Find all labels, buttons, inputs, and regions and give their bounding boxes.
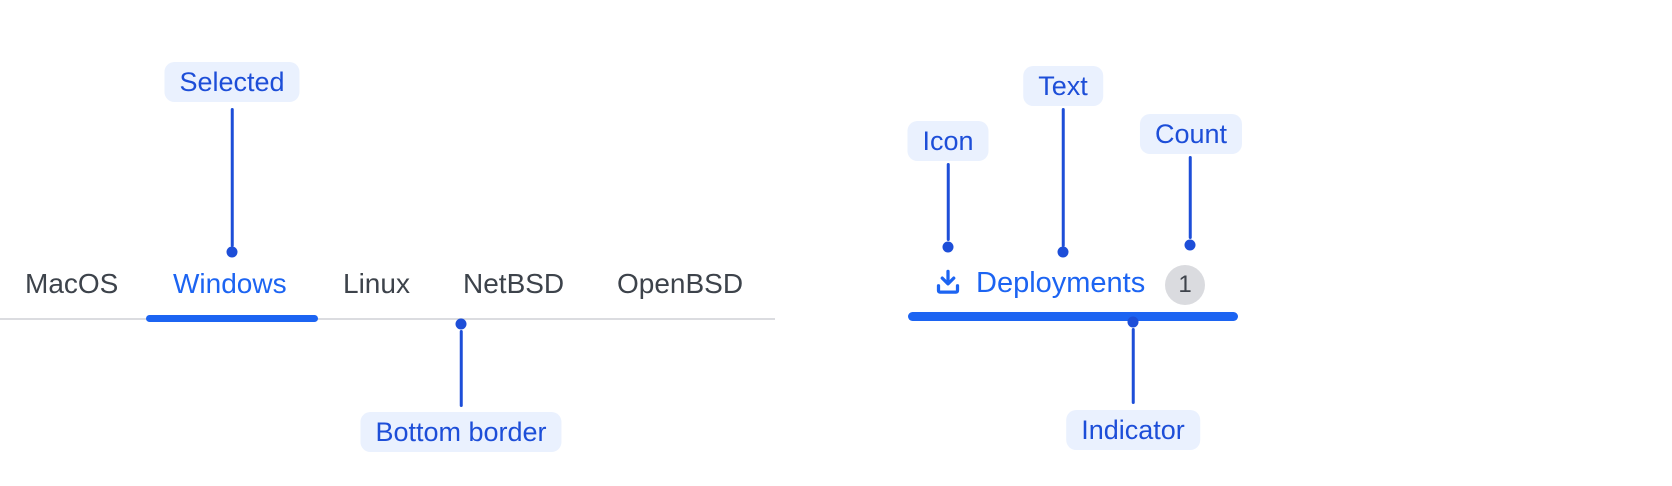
tab-macos[interactable]: MacOS xyxy=(25,268,119,299)
selected-tab-underline xyxy=(146,315,318,322)
callout-count-label: Count xyxy=(1139,114,1243,154)
callout-text-label: Text xyxy=(1023,66,1103,106)
tab-bar-bottom-border xyxy=(0,318,775,320)
count-badge-value: 1 xyxy=(1178,271,1192,298)
callout-text-connector-line xyxy=(1061,108,1065,247)
count-badge: 1 xyxy=(1165,265,1205,305)
callout-bottom-border-connector-dot xyxy=(455,318,467,330)
callout-bottom-border-label: Bottom border xyxy=(360,412,562,452)
tab-openbsd[interactable]: OpenBSD xyxy=(617,268,744,299)
callout-selected-connector-dot xyxy=(226,246,238,258)
tab-deployments[interactable]: Deployments xyxy=(976,267,1146,299)
callout-count-connector-line xyxy=(1188,156,1192,239)
tab-netbsd[interactable]: NetBSD xyxy=(463,268,565,299)
callout-icon-connector-dot xyxy=(942,241,954,253)
download-icon xyxy=(936,269,960,294)
callout-selected-label: Selected xyxy=(164,62,300,102)
callout-selected-connector-line xyxy=(230,108,234,247)
tab-windows-selected[interactable]: Windows xyxy=(173,268,287,299)
callout-count-connector-dot xyxy=(1184,239,1196,251)
tab-linux[interactable]: Linux xyxy=(343,268,410,299)
selected-tab-indicator xyxy=(908,312,1238,321)
callout-indicator-connector-line xyxy=(1131,328,1135,404)
callout-bottom-border-connector-line xyxy=(459,330,463,407)
callout-icon-label: Icon xyxy=(907,121,989,161)
callout-indicator-connector-dot xyxy=(1127,316,1139,328)
callout-icon-connector-line xyxy=(946,163,950,241)
callout-indicator-label: Indicator xyxy=(1066,410,1200,450)
callout-text-connector-dot xyxy=(1057,246,1069,258)
